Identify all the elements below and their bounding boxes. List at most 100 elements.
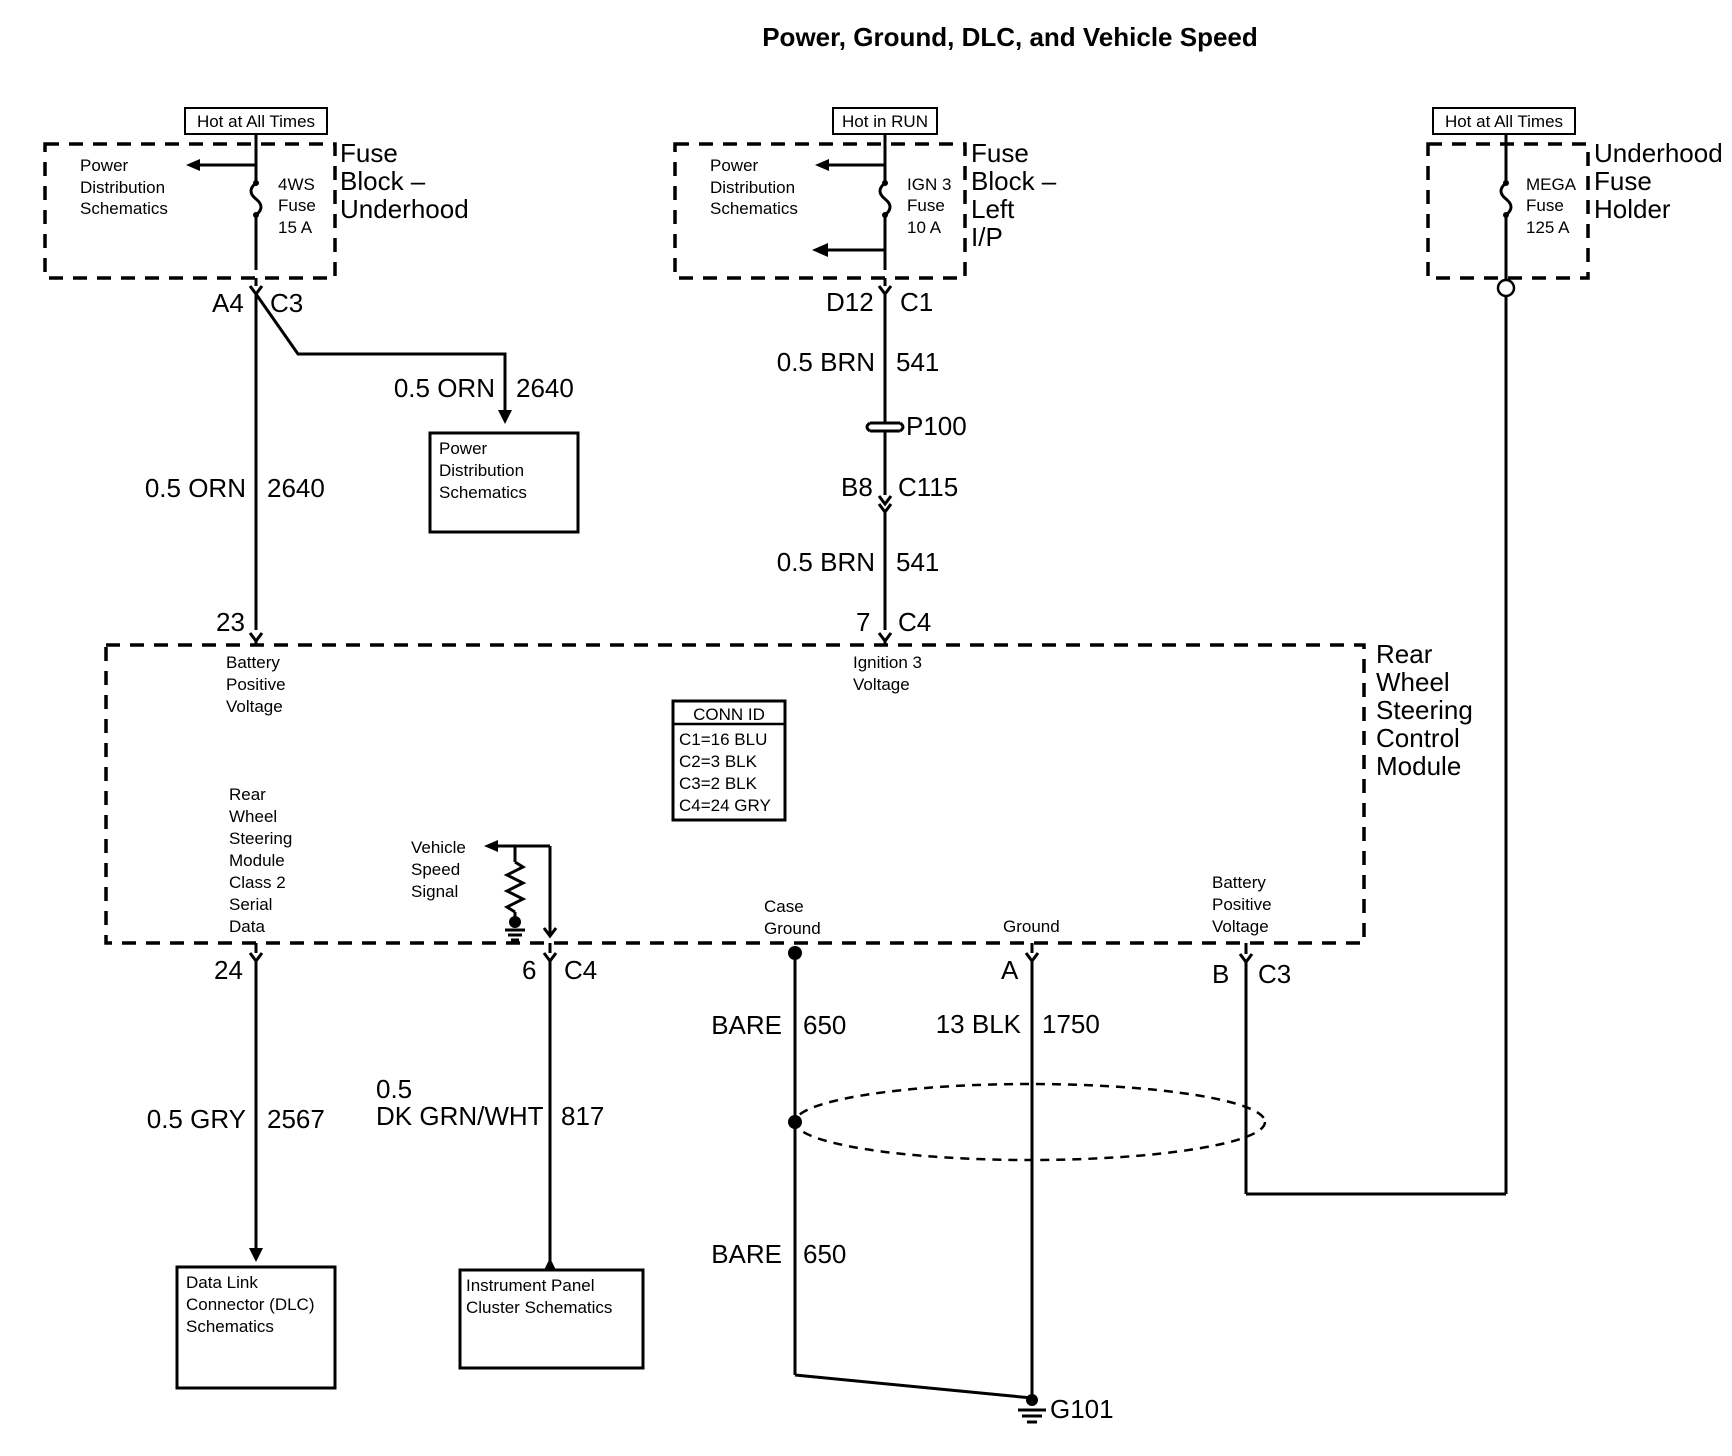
- pin-6: 6: [522, 955, 536, 985]
- svg-text:Left: Left: [971, 194, 1015, 224]
- svg-text:Power: Power: [710, 156, 759, 175]
- rear-wheel-steering-control-module: Rear Wheel Steering Control Module Batte…: [104, 639, 1473, 945]
- connector-c4-bottom: C4: [564, 955, 597, 985]
- svg-text:C1=16 BLU: C1=16 BLU: [679, 730, 767, 749]
- svg-text:10 A: 10 A: [907, 218, 942, 237]
- label-battery-positive-bottom: Battery: [1212, 873, 1266, 892]
- wire-label-blk: 13 BLK: [936, 1009, 1022, 1039]
- pin-a: A: [1001, 955, 1019, 985]
- wire-circuit-blk: 1750: [1042, 1009, 1100, 1039]
- connector-a4: A4: [212, 288, 244, 318]
- svg-text:Voltage: Voltage: [1212, 917, 1269, 936]
- svg-text:Steering: Steering: [229, 829, 292, 848]
- svg-text:Connector (DLC): Connector (DLC): [186, 1295, 315, 1314]
- svg-text:C2=3 BLK: C2=3 BLK: [679, 752, 758, 771]
- svg-text:Ground: Ground: [764, 919, 821, 938]
- pin-b: B: [1212, 959, 1229, 989]
- svg-text:Data Link: Data Link: [186, 1273, 258, 1292]
- wire-label-dkgrn-size: 0.5: [376, 1074, 412, 1104]
- svg-text:Module: Module: [229, 851, 285, 870]
- ground-g101-label: G101: [1050, 1394, 1114, 1424]
- fuse-block-left-ip: Fuse Block – Left I/P Power Distribution…: [673, 134, 1057, 280]
- connector-b8: B8: [841, 472, 873, 502]
- label-battery-positive-top: Battery: [226, 653, 280, 672]
- connector-d12: D12: [826, 287, 874, 317]
- dlc-schematics-box[interactable]: Data Link Connector (DLC) Schematics: [175, 1265, 337, 1390]
- svg-text:Underhood: Underhood: [340, 194, 469, 224]
- wire-label-brn-lower: 0.5 BRN: [777, 547, 875, 577]
- wire-brn-541: [865, 278, 905, 644]
- wire-circuit-bare-upper: 650: [803, 1010, 846, 1040]
- svg-text:Fuse: Fuse: [1526, 196, 1564, 215]
- svg-text:4WS: 4WS: [278, 175, 315, 194]
- svg-text:C4=24 GRY: C4=24 GRY: [679, 796, 771, 815]
- svg-text:Module: Module: [1376, 751, 1461, 781]
- svg-text:Fuse: Fuse: [1594, 166, 1652, 196]
- svg-text:Fuse: Fuse: [907, 196, 945, 215]
- label-vehicle-speed-signal: Vehicle: [411, 838, 466, 857]
- svg-text:CONN ID: CONN ID: [693, 705, 765, 724]
- label-case-ground: Case: [764, 897, 804, 916]
- power-distribution-box[interactable]: Power Distribution Schematics: [428, 431, 580, 534]
- svg-text:Serial: Serial: [229, 895, 272, 914]
- pin-24: 24: [214, 955, 243, 985]
- connector-c3-bottom: C3: [1258, 959, 1291, 989]
- svg-text:Block –: Block –: [971, 166, 1057, 196]
- svg-text:125 A: 125 A: [1526, 218, 1570, 237]
- conn-id-table: CONN ID C1=16 BLU C2=3 BLK C3=2 BLK C4=2…: [671, 699, 787, 822]
- svg-text:Wheel: Wheel: [229, 807, 277, 826]
- wire-label-orn-branch: 0.5 ORN: [394, 373, 495, 403]
- wire-circuit-dkgrn: 817: [561, 1101, 604, 1131]
- wire-circuit-orn-branch: 2640: [516, 373, 574, 403]
- svg-text:Class 2: Class 2: [229, 873, 286, 892]
- wire-orn-2640: [248, 278, 512, 644]
- svg-text:15 A: 15 A: [278, 218, 313, 237]
- shield-ellipse: [793, 1082, 1267, 1162]
- wire-circuit-gry: 2567: [267, 1104, 325, 1134]
- svg-text:Rear: Rear: [1376, 639, 1433, 669]
- svg-text:Control: Control: [1376, 723, 1460, 753]
- connector-c3-top: C3: [270, 288, 303, 318]
- pin-7: 7: [856, 607, 870, 637]
- hot-label-left: Hot at All Times: [184, 107, 328, 135]
- svg-text:Fuse: Fuse: [340, 138, 398, 168]
- wire-circuit-orn-main: 2640: [267, 473, 325, 503]
- svg-text:Voltage: Voltage: [226, 697, 283, 716]
- connector-p100: P100: [906, 411, 967, 441]
- svg-text:Schematics: Schematics: [439, 483, 527, 502]
- diagram-title: Power, Ground, DLC, and Vehicle Speed: [762, 22, 1258, 52]
- wire-battery-mega: [1238, 296, 1508, 1196]
- svg-text:Holder: Holder: [1594, 194, 1671, 224]
- svg-text:Block –: Block –: [340, 166, 426, 196]
- svg-text:MEGA: MEGA: [1526, 175, 1577, 194]
- wire-bare-650: [788, 946, 1033, 1400]
- wire-label-bare-upper: BARE: [711, 1010, 782, 1040]
- underhood-fuse-holder: Underhood Fuse Holder MEGA Fuse 125 A: [1426, 134, 1723, 298]
- svg-text:Schematics: Schematics: [80, 199, 168, 218]
- svg-text:Cluster Schematics: Cluster Schematics: [466, 1298, 612, 1317]
- label-serial-data: Rear: [229, 785, 266, 804]
- instrument-panel-cluster-box[interactable]: Instrument Panel Cluster Schematics: [458, 1268, 645, 1370]
- wire-gry-2567: [248, 943, 264, 1262]
- svg-text:Underhood: Underhood: [1594, 138, 1723, 168]
- svg-text:Distribution: Distribution: [80, 178, 165, 197]
- fuse-block-underhood: Fuse Block – Underhood Power Distributio…: [43, 134, 469, 280]
- wire-label-dkgrn-color: DK GRN/WHT: [376, 1101, 544, 1131]
- wire-circuit-brn-upper: 541: [896, 347, 939, 377]
- svg-text:Signal: Signal: [411, 882, 458, 901]
- label-ignition-3: Ignition 3: [853, 653, 922, 672]
- svg-text:Power: Power: [439, 439, 488, 458]
- connector-c1: C1: [900, 287, 933, 317]
- svg-text:Positive: Positive: [1212, 895, 1272, 914]
- svg-text:Hot in RUN: Hot in RUN: [842, 112, 928, 131]
- svg-text:Voltage: Voltage: [853, 675, 910, 694]
- hot-label-middle: Hot in RUN: [832, 107, 938, 135]
- svg-text:C3=2 BLK: C3=2 BLK: [679, 774, 758, 793]
- svg-text:IGN 3: IGN 3: [907, 175, 951, 194]
- svg-text:Fuse: Fuse: [278, 196, 316, 215]
- svg-text:Wheel: Wheel: [1376, 667, 1450, 697]
- label-ground: Ground: [1003, 917, 1060, 936]
- wire-label-gry: 0.5 GRY: [147, 1104, 246, 1134]
- svg-text:Instrument Panel: Instrument Panel: [466, 1276, 595, 1295]
